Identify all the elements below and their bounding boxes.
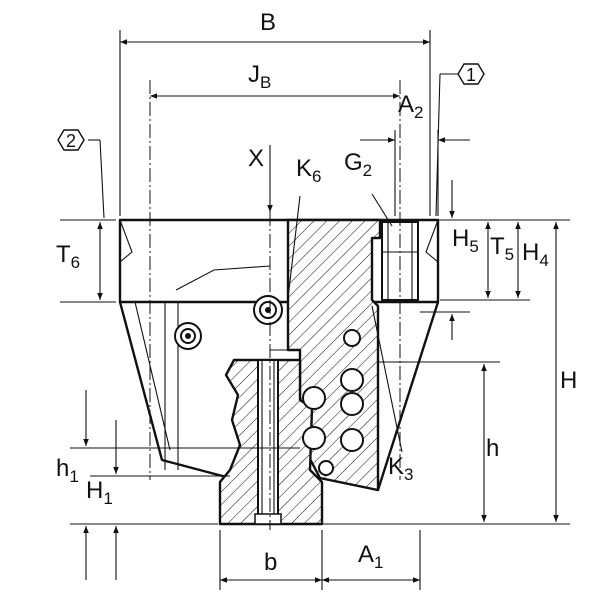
label-A2: A2 [398, 91, 423, 122]
label-h1: h1 [56, 455, 79, 486]
rolling-elements [302, 329, 364, 476]
label-H: H [560, 367, 577, 394]
label-X: X [248, 145, 264, 172]
ball-lower [318, 460, 334, 476]
label-JB: JB [248, 61, 271, 92]
lube-nipple-side [174, 322, 202, 350]
lube-nipple-flange [253, 295, 283, 325]
ball-upper [343, 329, 361, 347]
leader-lines [88, 73, 458, 453]
callout-2-label: 2 [66, 131, 76, 151]
callout-1: 1 [457, 63, 485, 85]
dimension-lines [83, 39, 559, 583]
label-T6: T6 [56, 241, 80, 272]
callout-1-label: 1 [466, 65, 476, 85]
label-H1: H1 [86, 477, 113, 508]
label-b: b [264, 549, 277, 576]
label-H5: H5 [452, 225, 479, 256]
callout-2: 2 [57, 129, 85, 151]
ball-return-bottom [340, 428, 364, 452]
center-lines [149, 80, 401, 530]
dimension-labels: B JB A2 X K6 G2 T6 H5 T5 H4 H h K3 h1 H1… [56, 9, 577, 576]
label-H4: H4 [522, 239, 549, 270]
label-G2: G2 [344, 149, 372, 180]
label-K6: K6 [296, 155, 321, 186]
ball-return-mid [340, 392, 364, 416]
ball-inner-top [302, 386, 326, 410]
guide-rail [218, 358, 324, 526]
label-K3: K3 [388, 453, 413, 484]
ball-return-top [340, 368, 364, 392]
label-h: h [486, 435, 499, 462]
label-A1: A1 [358, 541, 383, 572]
label-B: B [260, 9, 276, 36]
ball-inner-bottom [302, 426, 326, 450]
label-T5: T5 [490, 233, 514, 264]
